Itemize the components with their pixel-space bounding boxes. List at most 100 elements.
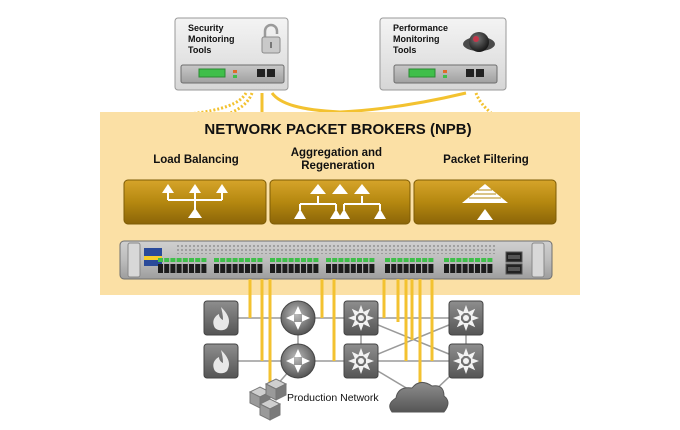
packet-filtering-icon bbox=[462, 184, 508, 220]
port-led bbox=[481, 258, 487, 262]
port-led bbox=[195, 258, 201, 262]
rack-port bbox=[332, 264, 338, 273]
uplink-ports bbox=[505, 251, 523, 275]
port-led bbox=[350, 258, 356, 262]
port-led bbox=[487, 258, 493, 262]
rack-port bbox=[409, 264, 415, 273]
rack-port bbox=[369, 264, 375, 273]
firewall-icon bbox=[203, 343, 239, 379]
rack-port bbox=[487, 264, 493, 273]
port-led bbox=[462, 258, 468, 262]
router-icon bbox=[280, 300, 316, 336]
port-led bbox=[456, 258, 462, 262]
switch-icon bbox=[448, 300, 484, 336]
npb-title: NETWORK PACKET BROKERS (NPB) bbox=[204, 121, 471, 138]
tap-links bbox=[248, 279, 434, 392]
port-led bbox=[391, 258, 397, 262]
port-led bbox=[409, 258, 415, 262]
port-led bbox=[220, 258, 226, 262]
rack-port bbox=[403, 264, 409, 273]
rack-port bbox=[391, 264, 397, 273]
brand-logo bbox=[144, 248, 162, 266]
rack-port bbox=[450, 264, 456, 273]
port-led bbox=[385, 258, 390, 262]
performance-tools-label: Performance Monitoring Tools bbox=[393, 23, 451, 55]
rack-port bbox=[220, 264, 226, 273]
router-icon bbox=[280, 343, 316, 379]
rack-port bbox=[189, 264, 194, 273]
switch-icon bbox=[343, 300, 379, 336]
performance-tool-unit bbox=[393, 64, 498, 84]
tool-links bbox=[189, 91, 494, 116]
port-led bbox=[189, 258, 194, 262]
rack-port-banks bbox=[158, 258, 493, 273]
rack-port bbox=[444, 264, 449, 273]
aggregation-regeneration-label: Aggregation and Regeneration bbox=[291, 147, 386, 172]
port-led bbox=[403, 258, 409, 262]
rack-port bbox=[468, 264, 474, 273]
rack-port bbox=[456, 264, 462, 273]
switch-icon bbox=[448, 343, 484, 379]
port-led bbox=[332, 258, 338, 262]
rack-port bbox=[201, 264, 207, 273]
port-led bbox=[282, 258, 288, 262]
rack-port bbox=[363, 264, 369, 273]
port-led bbox=[294, 258, 300, 262]
port-led bbox=[238, 258, 244, 262]
rack-port bbox=[257, 264, 263, 273]
rack-port bbox=[385, 264, 390, 273]
port-led bbox=[422, 258, 428, 262]
rack-port bbox=[158, 264, 163, 273]
port-led bbox=[270, 258, 275, 262]
rack-port bbox=[164, 264, 170, 273]
rack-port bbox=[462, 264, 468, 273]
rack-port bbox=[214, 264, 219, 273]
rack-port bbox=[422, 264, 428, 273]
port-led bbox=[176, 258, 182, 262]
padlock-icon bbox=[261, 23, 281, 54]
packet-filtering-label: Packet Filtering bbox=[443, 154, 529, 166]
rack-port bbox=[344, 264, 350, 273]
security-monitoring-tools: Security Monitoring Tools bbox=[174, 17, 289, 91]
rack-port bbox=[428, 264, 434, 273]
port-led bbox=[257, 258, 263, 262]
load-balancing-label: Load Balancing bbox=[153, 154, 239, 166]
rack-port bbox=[251, 264, 257, 273]
port-led bbox=[357, 258, 362, 262]
port-led bbox=[450, 258, 456, 262]
port-led bbox=[338, 258, 344, 262]
rack-port bbox=[226, 264, 232, 273]
port-led bbox=[468, 258, 474, 262]
switch-icon bbox=[343, 343, 379, 379]
rack-port bbox=[338, 264, 344, 273]
packet-filtering-tile bbox=[413, 179, 557, 225]
production-network-label: Production Network bbox=[287, 392, 379, 404]
port-led bbox=[288, 258, 294, 262]
rack-port bbox=[326, 264, 331, 273]
port-led bbox=[363, 258, 369, 262]
security-tools-label: Security Monitoring Tools bbox=[188, 23, 237, 55]
rack-port bbox=[245, 264, 250, 273]
rack-port bbox=[416, 264, 421, 273]
port-led bbox=[226, 258, 232, 262]
port-led bbox=[276, 258, 282, 262]
port-led bbox=[428, 258, 434, 262]
rack-port bbox=[475, 264, 480, 273]
rack-port bbox=[357, 264, 362, 273]
rack-port bbox=[195, 264, 201, 273]
network-devices bbox=[203, 300, 484, 379]
port-led bbox=[232, 258, 238, 262]
port-led bbox=[307, 258, 313, 262]
port-led bbox=[444, 258, 449, 262]
rack-port bbox=[350, 264, 356, 273]
port-led bbox=[416, 258, 421, 262]
rack-port bbox=[288, 264, 294, 273]
cloud-icon bbox=[389, 382, 449, 413]
firewall-icon bbox=[203, 300, 239, 336]
aggregation-regeneration-icon bbox=[294, 184, 386, 219]
port-led bbox=[201, 258, 207, 262]
rack-port bbox=[232, 264, 238, 273]
speed-gauge-icon bbox=[463, 32, 495, 52]
rack-port bbox=[307, 264, 313, 273]
